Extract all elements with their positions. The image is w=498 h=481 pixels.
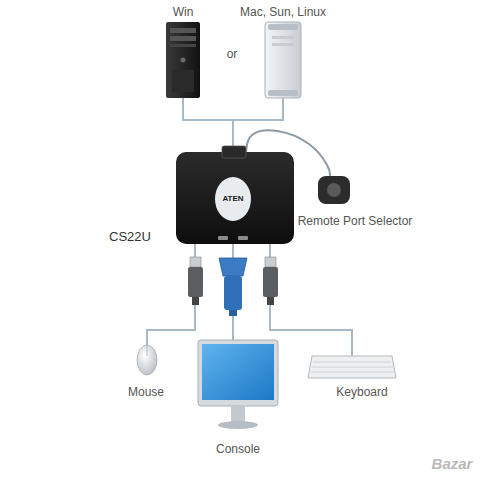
computer-label: Mac, Sun, Linux [240,6,326,20]
console-node: Console [198,340,278,428]
keyboard-node: Keyboard [308,356,396,378]
selector-label: Remote Port Selector [298,215,413,229]
keyboard-icon [308,356,396,378]
computer-label: Win [173,6,194,20]
computer-node: Win [166,22,200,98]
brand-logo: ATEN [222,194,243,203]
usb-plug [188,257,203,305]
usb-plug [263,257,278,305]
kvm-switch [176,146,294,244]
watermark: Bazar [432,455,473,472]
pc-tower [166,22,200,98]
device-label: Mouse [128,386,164,400]
kvm-switch-node: CS22UATEN [176,152,294,244]
cable-line [183,98,233,152]
device-label: Console [216,443,260,457]
selector-node: Remote Port Selector [318,176,350,204]
cable-line [270,244,352,356]
mac-tower [265,22,301,98]
vga-plug [219,258,247,316]
mouse-icon [137,345,157,375]
remote-selector [318,176,350,204]
mouse-node: Mouse [137,345,157,375]
cable-line [233,98,283,152]
device-label: Keyboard [336,386,387,400]
or-label: or [227,48,238,62]
cable-line [147,244,195,345]
model-label: CS22U [109,230,151,245]
monitor-icon [198,340,278,429]
computer-node: Mac, Sun, Linux [265,22,301,98]
